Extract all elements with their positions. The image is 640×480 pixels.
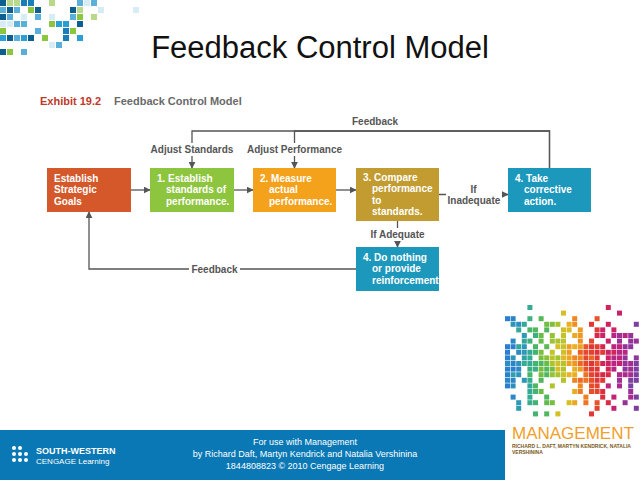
box-text: 1. Establish standards of performance. (157, 173, 229, 207)
flow-arrow (234, 189, 253, 190)
flow-arrow (192, 131, 550, 168)
edge-label: If Inadequate (446, 183, 502, 207)
process-box: 4. Do nothing or provide reinforcement. (356, 247, 439, 291)
slide-title: Feedback Control Model (0, 30, 640, 66)
footer-note: by Richard Daft, Martyn Kendrick and Nat… (150, 449, 460, 459)
flow-arrow (131, 189, 150, 190)
pixel-mosaic (505, 305, 639, 416)
feedback-label: Feedback (352, 116, 398, 128)
edge-label: Adjust Performance (245, 143, 344, 156)
book-title: MANAGEMENT (512, 424, 634, 444)
process-box: Establish Strategic Goals (47, 168, 131, 212)
process-box: 1. Establish standards of performance. (150, 168, 234, 212)
process-box: 2. Measure actual performance. (253, 168, 336, 212)
edge-label: If Adequate (368, 228, 426, 241)
edge-label: Feedback (189, 263, 239, 276)
logo-icon (12, 446, 28, 462)
process-box: 3. Compare performance to standards. (356, 168, 439, 221)
edge-label: Adjust Standards (149, 143, 236, 156)
footer-bar (0, 430, 505, 480)
exhibit-caption: Feedback Control Model (114, 95, 242, 108)
box-text: 4. Do nothing or provide reinforcement. (363, 252, 434, 286)
flow-arrow (336, 189, 356, 190)
box-text: 2. Measure actual performance. (260, 173, 331, 207)
pixel-mosaic (0, 0, 139, 55)
exhibit-number: Exhibit 19.2 (40, 95, 101, 108)
footer-note: 1844808823 © 2010 Cengage Learning (150, 461, 460, 471)
flow-arrow (89, 212, 356, 269)
publisher-logo: SOUTH-WESTERN (36, 446, 116, 456)
process-box: 4. Take corrective action. (508, 168, 591, 212)
box-text: 4. Take corrective action. (515, 173, 586, 207)
footer-note: For use with Management (150, 437, 460, 447)
box-text: Establish Strategic Goals (54, 173, 126, 207)
publisher-logo: CENGAGE Learning (36, 457, 109, 466)
book-authors: RICHARD L. DAFT, MARTYN KENDRICK, NATALI… (512, 444, 637, 456)
box-text: 3. Compare performance to standards. (363, 172, 434, 217)
